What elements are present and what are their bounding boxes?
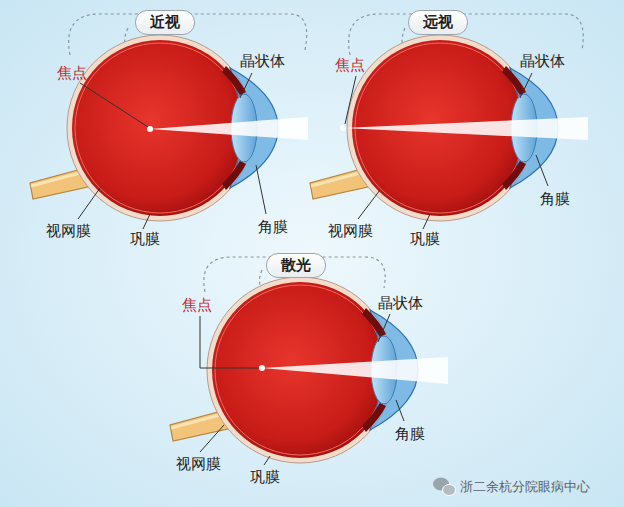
focus-label: 焦点 xyxy=(335,56,365,74)
part-label: 巩膜 xyxy=(130,230,160,248)
part-label: 巩膜 xyxy=(410,230,440,248)
watermark: 浙二余杭分院眼病中心 xyxy=(460,478,590,496)
part-label: 视网膜 xyxy=(176,455,221,473)
pill-title: 远视 xyxy=(423,13,453,32)
title-pill: 远视 xyxy=(408,10,468,35)
title-pill: 近视 xyxy=(135,10,195,35)
part-label: 角膜 xyxy=(395,425,425,443)
leader-line xyxy=(78,73,548,465)
part-label: 晶状体 xyxy=(378,294,423,312)
pill-title: 散光 xyxy=(281,256,311,275)
part-label: 视网膜 xyxy=(46,222,91,240)
focus-label: 焦点 xyxy=(57,64,87,82)
part-label: 晶状体 xyxy=(520,52,565,70)
title-pill: 散光 xyxy=(266,253,326,278)
wechat-icon xyxy=(433,478,456,496)
part-label: 角膜 xyxy=(258,218,288,236)
focus-label: 焦点 xyxy=(182,296,212,314)
part-label: 视网膜 xyxy=(328,222,373,240)
focus-dot xyxy=(147,125,346,371)
part-label: 巩膜 xyxy=(250,468,280,486)
light-beam xyxy=(150,117,588,384)
part-label: 晶状体 xyxy=(240,52,285,70)
part-label: 角膜 xyxy=(540,190,570,208)
pill-title: 近视 xyxy=(150,13,180,32)
